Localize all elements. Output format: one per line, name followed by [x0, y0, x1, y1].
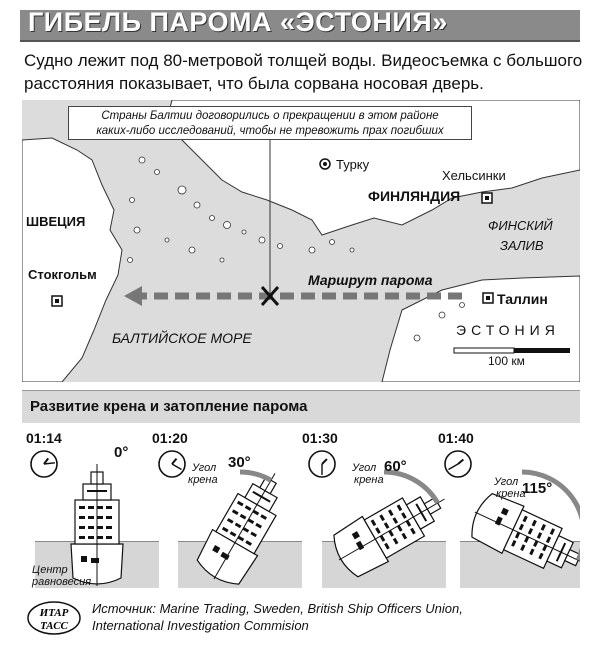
map [22, 100, 580, 382]
lead-text: Судно лежит под 80-метровой толщей воды.… [24, 49, 584, 95]
label-tallinn: Таллин [497, 291, 548, 307]
stage-4-time: 01:40 [438, 430, 474, 446]
lead-line-1: Судно лежит под 80-метровой толщей воды.… [24, 51, 583, 70]
svg-text:ТАСС: ТАСС [40, 620, 68, 632]
label-scale: 100 км [488, 354, 525, 368]
page-title: ГИБЕЛЬ ПАРОМА «ЭСТОНИЯ» [28, 7, 448, 37]
stage-2-heel-label-1: Угол [192, 462, 217, 474]
stage-1-ship [70, 463, 124, 587]
stage-1-time: 01:14 [26, 430, 62, 446]
wreck-x-icon [260, 286, 280, 306]
label-helsinki: Хельсинки [442, 168, 506, 183]
label-stockholm: Стокгольм [28, 267, 97, 282]
stages-panel: 01:14 0° 01:20 Угол крена 30° 01:30 Угол… [22, 422, 598, 593]
route-arrowhead [124, 286, 142, 306]
label-baltic: БАЛТИЙСКОЕ МОРЕ [112, 330, 252, 346]
stage-4-heel-label-1: Угол [494, 476, 519, 488]
stage-2-angle: 30° [228, 454, 251, 471]
stages-graphic [30, 450, 598, 593]
stages-title: Развитие крена и затопление парома [30, 398, 308, 415]
map-note: Страны Балтии договорились о прекращении… [68, 106, 472, 140]
label-gulf-2: ЗАЛИВ [500, 238, 544, 253]
turku-marker-icon [319, 158, 331, 170]
scale-bar [453, 347, 570, 354]
stockholm-marker-icon [51, 295, 63, 307]
stage-1-angle: 0° [114, 444, 129, 461]
label-estonia: ЭСТОНИЯ [456, 322, 560, 338]
stage-3-angle: 60° [384, 458, 407, 475]
label-turku: Турку [336, 157, 370, 172]
stage-3-heel-label-1: Угол [352, 462, 377, 474]
archipelago [127, 156, 465, 342]
stage-4-angle: 115° [522, 480, 553, 497]
stage-2-clock-hour-hand [171, 457, 178, 465]
stages-header [22, 390, 580, 423]
lead-line-2: расстояния показывает, что была сорвана … [24, 74, 484, 93]
label-gulf-1: ФИНСКИЙ [488, 218, 553, 233]
source-line-2: International Investigation Commision [92, 618, 309, 633]
stage-2-time: 01:20 [152, 430, 188, 446]
helsinki-marker-icon [481, 192, 493, 204]
svg-text:ИТАР: ИТАР [39, 607, 69, 619]
center-label-1: Центр [32, 564, 68, 576]
source-text: Источник: Marine Trading, Sweden, Britis… [92, 600, 572, 634]
map-note-line-2: каких-либо исследований, чтобы не тревож… [96, 125, 444, 137]
stage-3-clock-hour-hand [321, 458, 328, 465]
estonia-land [381, 275, 580, 382]
stage-3-time: 01:30 [302, 430, 338, 446]
stage-2-heel-label-2: крена [188, 474, 218, 486]
itar-tass-logo: ИТАР ТАСС [27, 601, 81, 635]
label-finland: ФИНЛЯНДИЯ [368, 188, 461, 204]
label-sweden: ШВЕЦИЯ [26, 214, 86, 229]
stage-2-clock-minute-hand [171, 463, 182, 471]
stage-1-clock-minute-hand [43, 462, 56, 465]
stage-4-clock-minute-hand [448, 463, 459, 471]
stage-2-heel-arc [239, 469, 273, 483]
stage-4-heel-label-2: крена [496, 488, 526, 500]
stage-1-clock-hour-hand [43, 457, 50, 465]
map-note-line-1: Страны Балтии договорились о прекращении… [101, 110, 439, 122]
source-line-1: Источник: Marine Trading, Sweden, Britis… [92, 601, 463, 616]
stage-3-heel-label-2: крена [354, 474, 384, 486]
sweden-land [22, 137, 123, 382]
center-label-2: равновесия [32, 576, 92, 588]
title-bar [20, 10, 580, 42]
label-route: Маршрут парома [308, 272, 433, 288]
stage-4-clock-hour-hand [457, 458, 465, 465]
tallinn-marker-icon [482, 292, 494, 304]
map-graphic [22, 100, 580, 382]
stage-3-heel-arc [383, 469, 440, 505]
